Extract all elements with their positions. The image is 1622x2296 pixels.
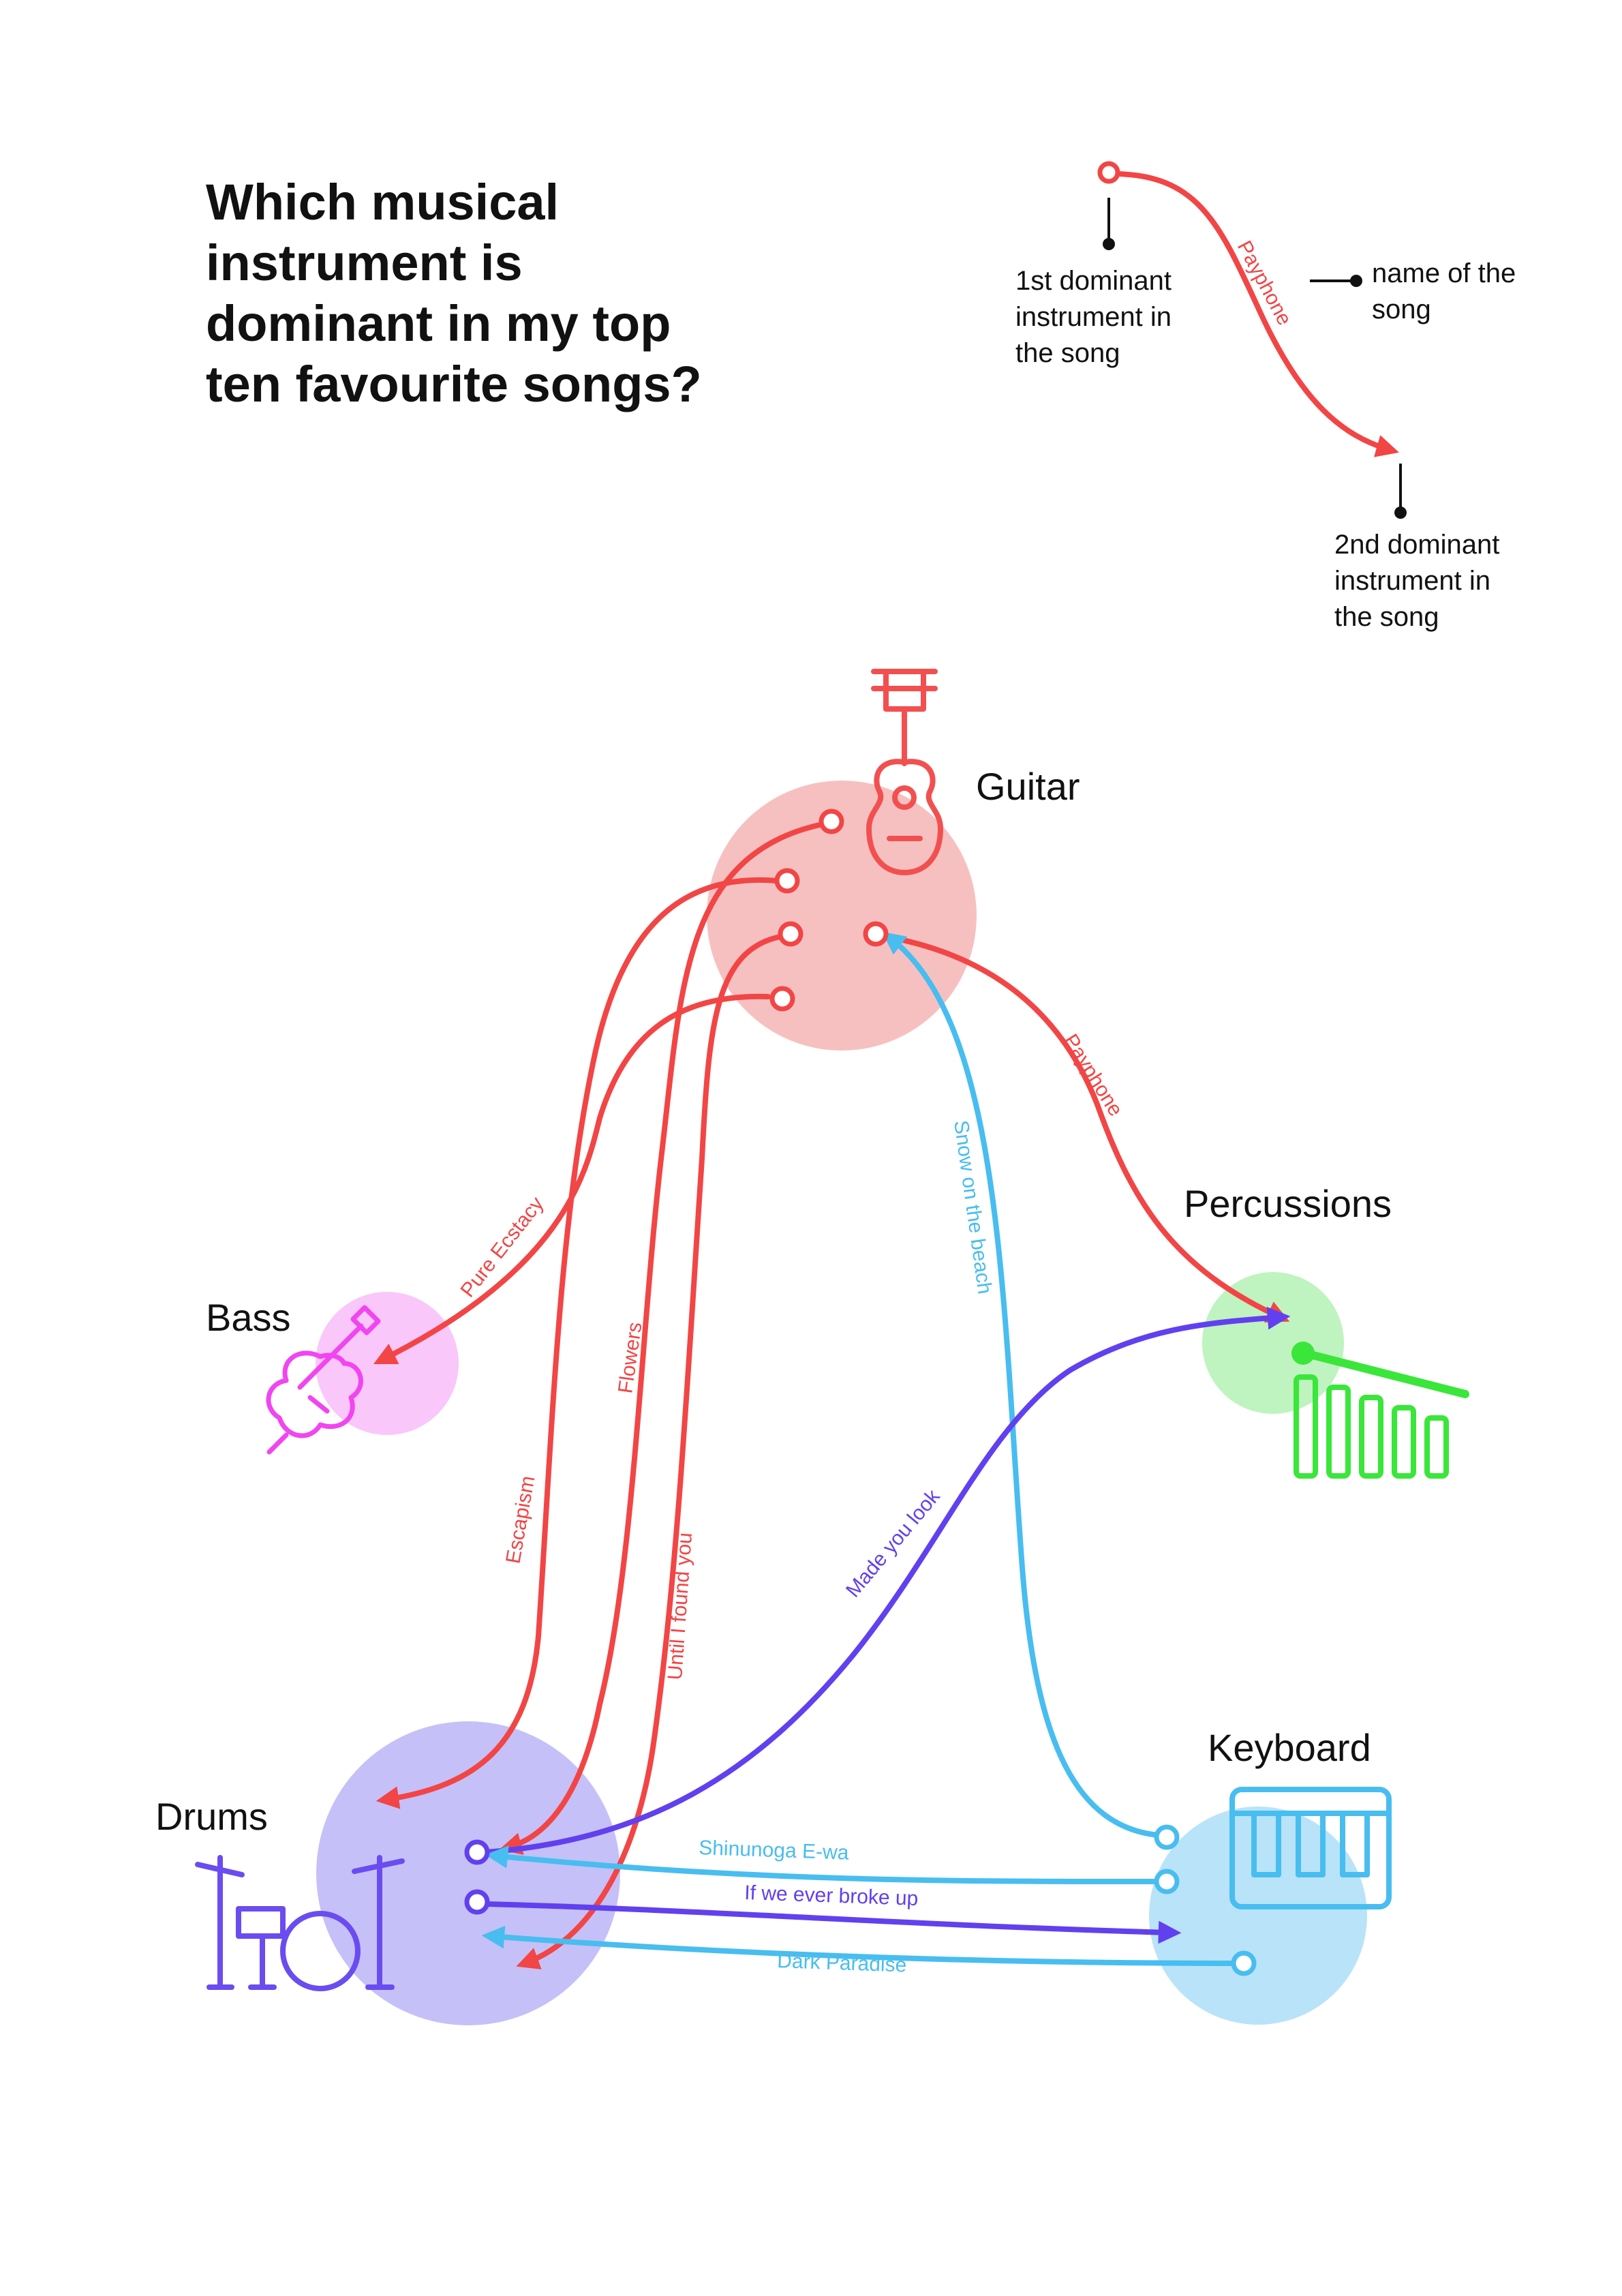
port-flowers [818, 809, 844, 834]
connection-pure-ecstacy [373, 993, 771, 1365]
port-escapism [774, 868, 800, 894]
song-label-snow-on-the-beach: Snow on the beach [949, 1119, 996, 1295]
legend-pointer-dot [1350, 275, 1362, 287]
legend-first-label: 1st dominant [1015, 266, 1172, 296]
connection-until-i-found-you [516, 933, 786, 1969]
song-label-dark-paradise: Dark Paradise [777, 1950, 907, 1977]
port-until-i-found-you [778, 921, 804, 947]
title-line: instrument is [206, 235, 523, 291]
port-pure-ecstacy [769, 986, 795, 1012]
violin-icon [266, 1305, 381, 1455]
song-label-shinunoga-e-wa: Shinunoga E-wa [699, 1837, 849, 1864]
song-label-escapism: Escapism [502, 1474, 539, 1565]
connection-dark-paradise [481, 1925, 1240, 1966]
legend-first-label: instrument in [1015, 302, 1172, 332]
title-line: Which musical [206, 174, 559, 230]
port-if-we-ever-broke-up [464, 1889, 490, 1915]
song-label-until-i-found-you: Until I found you [664, 1532, 697, 1681]
song-label-payphone: Payphone [1059, 1030, 1127, 1120]
song-label-if-we-ever-broke-up: If we ever broke up [744, 1882, 919, 1910]
legend-name-label: name of the [1372, 258, 1516, 288]
drum-kit-icon [195, 1855, 405, 1991]
legend-pointer-dot [1103, 238, 1115, 250]
start-ports [464, 809, 1257, 1976]
bass-node [316, 1292, 459, 1435]
guitar-icon [866, 669, 943, 875]
bass-label: Bass [206, 1296, 291, 1339]
port-made-you-look [464, 1839, 490, 1865]
port-dark-paradise [1231, 1950, 1257, 1976]
keyboard-node [1149, 1807, 1367, 2025]
drums-label: Drums [155, 1795, 268, 1838]
legend-start-port [1097, 161, 1120, 184]
legend: Payphone 1st dominant instrument in the … [1015, 161, 1516, 632]
legend-first-label: the song [1015, 338, 1120, 368]
guitar-label: Guitar [976, 765, 1080, 808]
connection-made-you-look [483, 1306, 1291, 1855]
connection-shinunoga-e-wa [485, 1845, 1163, 1884]
connection-snow-on-the-beach [882, 931, 1161, 1838]
song-connections [373, 821, 1291, 1969]
guitar-node [707, 781, 977, 1051]
legend-pointer-dot [1394, 507, 1407, 519]
port-payphone [863, 921, 889, 947]
port-shinunoga-e-wa [1154, 1869, 1180, 1894]
legend-name-label: song [1372, 294, 1431, 324]
port-snow-on-the-beach [1154, 1824, 1180, 1850]
connection-flowers [499, 821, 829, 1856]
xylophone-icon [1291, 1342, 1469, 1479]
drums-node [316, 1721, 620, 2025]
connection-escapism [376, 877, 780, 1809]
title-line: dominant in my top [206, 295, 671, 352]
title-line: ten favourite songs? [206, 356, 702, 412]
legend-second-label: the song [1334, 602, 1439, 632]
keyboard-icon [1229, 1787, 1392, 1909]
connection-if-we-ever-broke-up [483, 1901, 1182, 1944]
legend-second-label: 2nd dominant [1334, 530, 1499, 560]
legend-example-arrow [1110, 171, 1399, 457]
page-title: Which musical instrument is dominant in … [206, 174, 702, 412]
keyboard-label: Keyboard [1208, 1726, 1371, 1769]
percussions-label: Percussions [1184, 1182, 1392, 1225]
percussions-node [1202, 1272, 1344, 1414]
legend-second-label: instrument in [1334, 566, 1490, 596]
connection-payphone [880, 933, 1290, 1323]
